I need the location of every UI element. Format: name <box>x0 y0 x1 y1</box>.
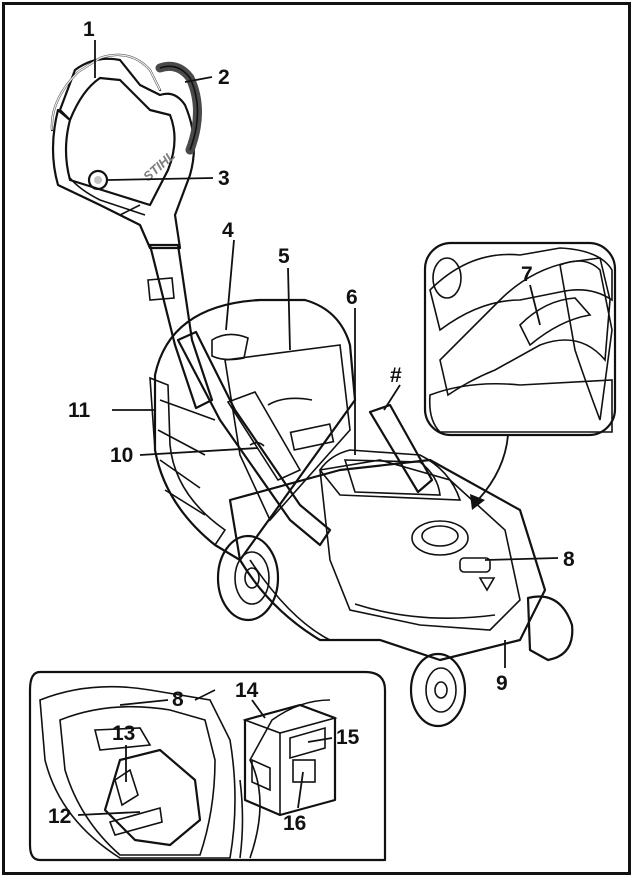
callout-15: 15 <box>336 726 360 749</box>
handle-lock-right <box>368 403 434 494</box>
detail-inset-battery-compartment <box>28 670 387 862</box>
callout-10: 10 <box>110 444 133 467</box>
inset-pointer-arrow <box>477 434 509 501</box>
callout-1: 1 <box>83 18 95 41</box>
callout-7: 7 <box>521 263 533 286</box>
callout-14: 14 <box>235 679 259 702</box>
leader-lines <box>77 40 559 816</box>
detail-inset-handle-lock <box>423 241 617 437</box>
battery-pack <box>242 703 338 817</box>
callout-4: 4 <box>222 219 234 242</box>
front-right-wheel <box>526 595 574 662</box>
rear-wheel <box>216 534 280 622</box>
callout-5: 5 <box>278 245 290 268</box>
callout-labels: 1 2 3 4 5 6 7 8 9 10 11 12 13 14 15 16 8… <box>48 18 575 835</box>
stop-lever-knob <box>87 169 109 191</box>
callout-2: 2 <box>218 66 230 89</box>
callout-12: 12 <box>48 805 71 828</box>
callout-11: 11 <box>68 399 91 422</box>
grass-catcher-box <box>149 298 357 562</box>
callout-8: 8 <box>563 548 575 571</box>
callout-9: 9 <box>496 672 508 695</box>
mower-housing <box>228 449 547 662</box>
upper-handle: STIHL <box>50 53 202 250</box>
handlebar-assembly <box>147 243 332 547</box>
callout-hash: # <box>390 364 402 387</box>
callout-13: 13 <box>112 722 135 745</box>
callout-6: 6 <box>346 286 358 309</box>
callout-8-inset: 8 <box>172 688 184 711</box>
inset-pointer-arrowhead <box>470 494 485 510</box>
front-wheel <box>409 652 467 728</box>
figure-frame <box>2 2 631 875</box>
callout-16: 16 <box>283 812 306 835</box>
callout-3: 3 <box>218 167 230 190</box>
